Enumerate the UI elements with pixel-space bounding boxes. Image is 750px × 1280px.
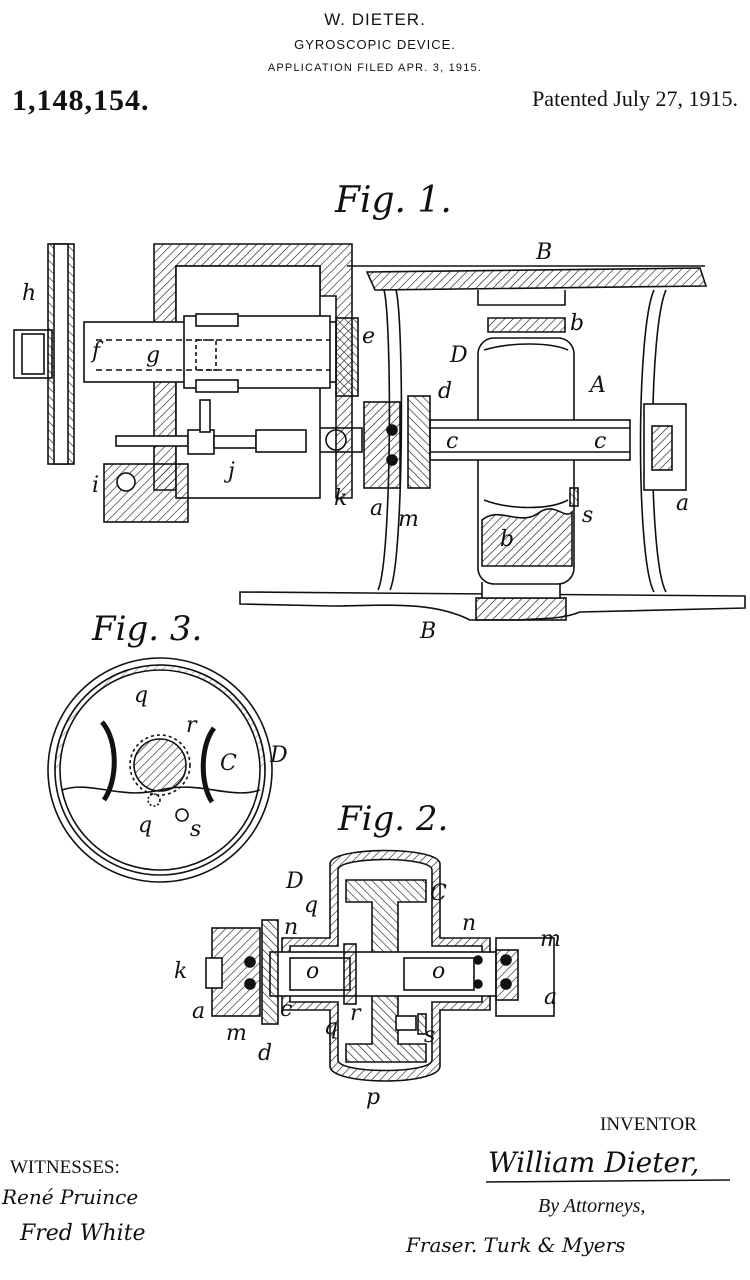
fig3-label-r: r	[186, 713, 198, 738]
signatures: William Dieter, Fraser. Turk & Myers Ren…	[1, 1146, 731, 1257]
fig2-label-a-right: a	[544, 985, 557, 1010]
fig1-label-c-left: c	[446, 429, 458, 454]
witness-1-signature: René Pruince	[1, 1185, 138, 1209]
fig1-label-c-right: c	[594, 429, 606, 454]
fig2-label-m-left: m	[226, 1021, 247, 1046]
fig2-label-o-left: o	[306, 959, 319, 984]
fig2-title: Fig. 2.	[337, 799, 448, 839]
fig1-label-i: i	[92, 473, 99, 498]
figure-3-labels: Fig. 3. q r C D q s	[91, 609, 288, 842]
fig1-label-a-left: a	[370, 496, 383, 521]
header-inventor-name: W. DIETER.	[324, 10, 426, 29]
fig3-label-D: D	[269, 743, 288, 768]
fig2-label-s: s	[424, 1023, 435, 1048]
attorneys-signature: Fraser. Turk & Myers	[405, 1233, 625, 1257]
fig1-label-b: b	[570, 311, 584, 336]
fig1-label-h: h	[22, 281, 36, 306]
figure-1-labels: Fig. 1. B b D A d c c a s b B h f g e i …	[22, 180, 689, 644]
fig1-label-d: d	[438, 379, 452, 404]
fig2-label-n-left: n	[284, 915, 298, 940]
fig2-label-C: C	[430, 881, 447, 906]
patent-number: 1,148,154.	[12, 84, 150, 117]
fig2-label-k: k	[174, 959, 187, 984]
fig3-title: Fig. 3.	[91, 609, 202, 649]
fig1-label-B: B	[535, 240, 552, 265]
fig1-label-e: e	[362, 324, 375, 349]
fig2-label-m-right: m	[540, 927, 561, 952]
inventor-label: INVENTOR	[600, 1114, 697, 1135]
fig1-label-g: g	[146, 343, 160, 368]
patented-date: Patented July 27, 1915.	[532, 86, 738, 111]
header-application-date: APPLICATION FILED APR. 3, 1915.	[267, 62, 483, 74]
by-attorneys: By Attorneys,	[538, 1195, 646, 1217]
fig1-label-A: A	[588, 373, 606, 398]
fig1-label-D: D	[449, 343, 468, 368]
inventor-signature-underline	[485, 1179, 731, 1183]
fig2-label-q-bottom: q	[324, 1015, 338, 1040]
fig2-label-n-right: n	[462, 911, 476, 936]
figure-2	[205, 849, 555, 1082]
fig1-label-k: k	[334, 486, 347, 511]
fig2-label-c: c	[280, 997, 292, 1022]
fig2-label-d: d	[258, 1041, 272, 1066]
fig2-label-q-top: q	[304, 893, 318, 918]
fig3-label-s: s	[190, 817, 201, 842]
fig1-label-b-lower: b	[500, 527, 514, 552]
witness-2-signature: Fred White	[19, 1221, 146, 1246]
fig1-label-B-lower: B	[419, 619, 436, 644]
fig2-label-p: p	[366, 1085, 380, 1110]
fig1-label-m: m	[398, 507, 419, 532]
inventor-signature: William Dieter,	[488, 1146, 699, 1179]
figure-1	[13, 243, 746, 621]
fig2-label-r: r	[350, 1001, 362, 1026]
fig1-label-a-right: a	[676, 491, 689, 516]
fig1-title: Fig. 1.	[334, 180, 452, 221]
fig2-label-D: D	[285, 869, 304, 894]
fig2-label-o-right: o	[432, 959, 445, 984]
fig3-label-q-bottom: q	[138, 813, 152, 838]
fig3-label-C: C	[220, 751, 237, 776]
fig1-label-s: s	[582, 503, 593, 528]
fig3-label-q-top: q	[134, 683, 148, 708]
figure-3	[47, 657, 273, 883]
witnesses-label: WITNESSES:	[10, 1157, 120, 1178]
figure-2-labels: Fig. 2. D C q n n m k o o a a c m q r d …	[174, 799, 561, 1110]
header-title: GYROSCOPIC DEVICE.	[294, 37, 456, 52]
fig2-label-a-left: a	[192, 999, 205, 1024]
